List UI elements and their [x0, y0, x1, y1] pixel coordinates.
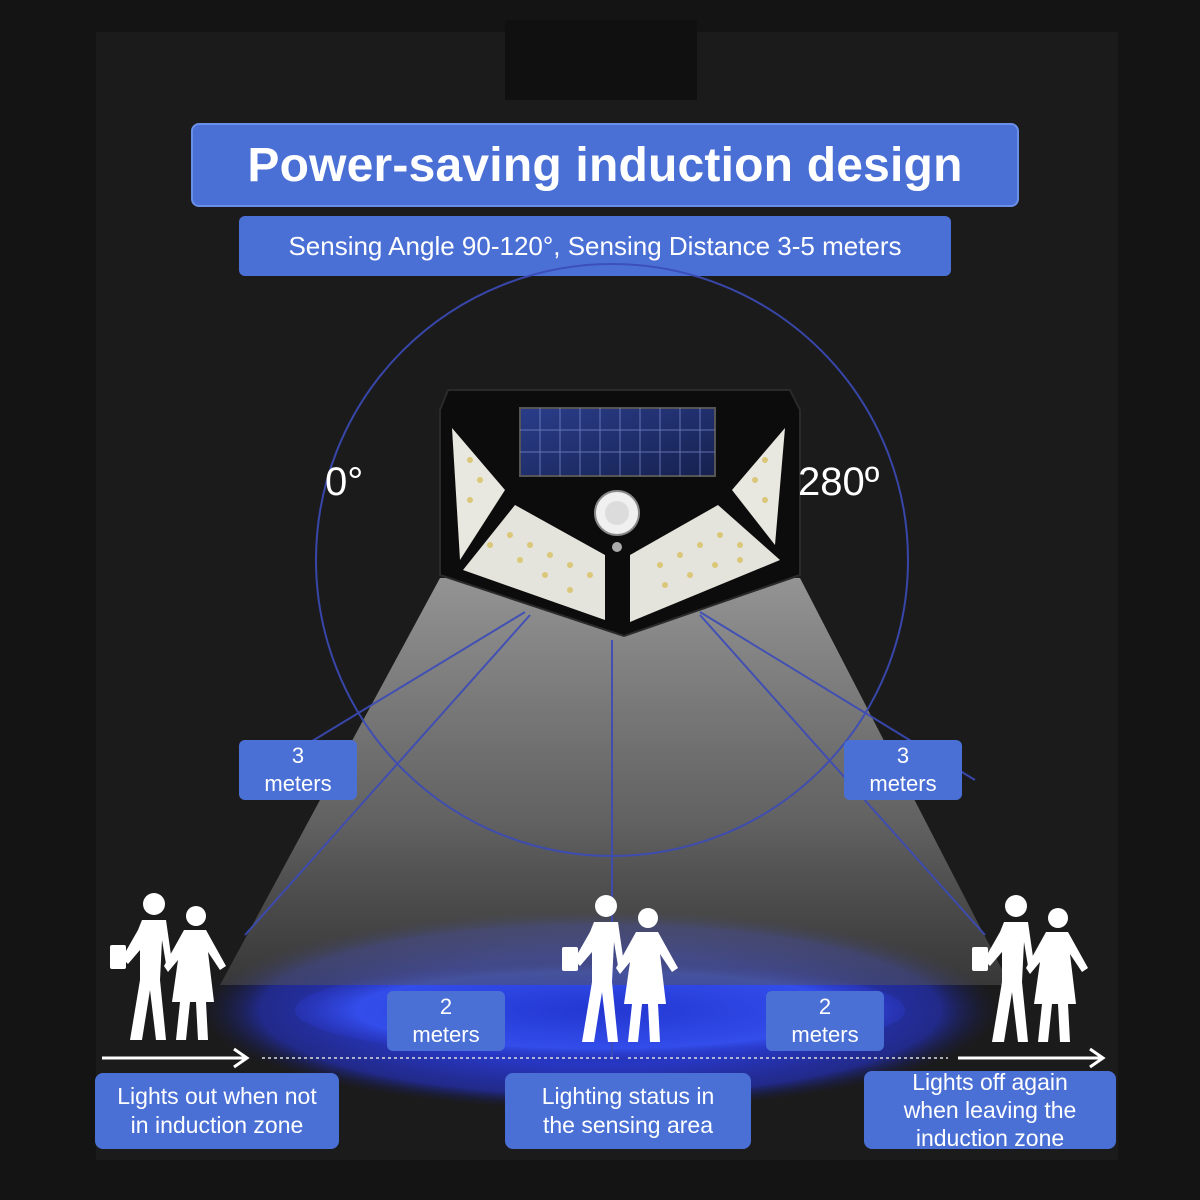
distance-label-right-upper: 3 meters: [844, 740, 962, 800]
distance-label-right-lower: 2 meters: [766, 991, 884, 1051]
distance-unit: meters: [412, 1022, 480, 1047]
distance-unit: meters: [869, 771, 937, 796]
distance-label-left-upper: 3 meters: [239, 740, 357, 800]
arrow-right-icon: [102, 1047, 1106, 1069]
caption-right: Lights off again when leaving the induct…: [864, 1069, 1116, 1151]
walking-people-icon: [972, 895, 1088, 1042]
walking-people-icon: [110, 893, 226, 1040]
walking-people-icon: [562, 895, 678, 1042]
top-tab: [505, 20, 697, 100]
angle-label-right: 280º: [798, 460, 880, 504]
angle-label-left: 0°: [325, 460, 364, 504]
page-subtitle: Sensing Angle 90-120°, Sensing Distance …: [239, 216, 951, 276]
distance-value: 2: [439, 994, 453, 1019]
caption-center: Lighting status in the sensing area: [505, 1073, 751, 1149]
distance-unit: meters: [791, 1022, 859, 1047]
distance-value: 3: [896, 743, 910, 768]
page-title: Power-saving induction design: [191, 123, 1019, 207]
distance-value: 2: [818, 994, 832, 1019]
distance-unit: meters: [264, 771, 332, 796]
distance-value: 3: [291, 743, 305, 768]
caption-left: Lights out when not in induction zone: [95, 1073, 339, 1149]
solar-light-icon: [439, 389, 801, 638]
distance-label-left-lower: 2 meters: [387, 991, 505, 1051]
